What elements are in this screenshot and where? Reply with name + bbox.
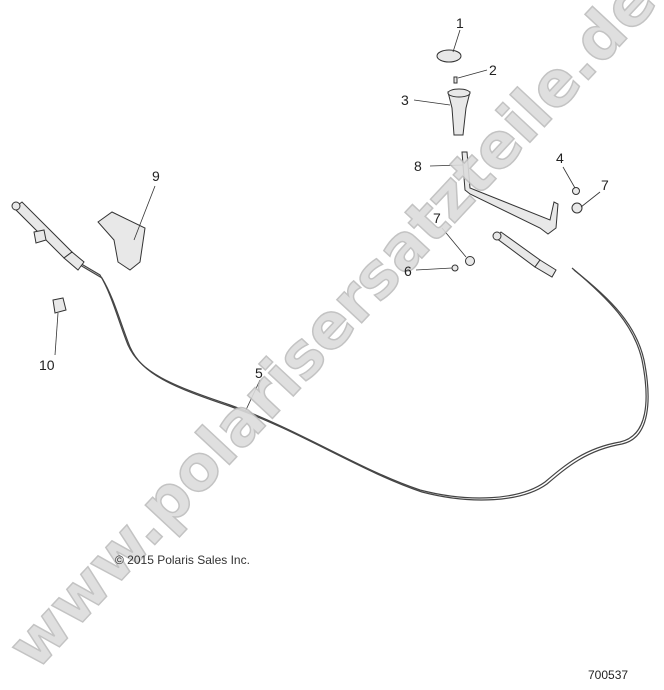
locknut-part: [571, 202, 583, 214]
leader-lines: [54, 29, 601, 413]
knob-top: [447, 88, 471, 98]
knob-cap-part: [436, 49, 462, 63]
screw-part: [453, 76, 458, 84]
callout-1: 1: [456, 15, 464, 31]
figure-number: 700537: [588, 668, 629, 682]
shift-lever-part: [461, 151, 559, 235]
callout-7: 7: [433, 210, 441, 226]
callout-7: 7: [601, 177, 609, 193]
callout-2: 2: [489, 62, 497, 78]
copyright-notice: © 2015 Polaris Sales Inc.: [115, 553, 250, 567]
callout-9: 9: [152, 168, 160, 184]
callout-5: 5: [255, 365, 263, 381]
cable-end-right: [492, 231, 557, 278]
callout-10: 10: [39, 357, 55, 373]
callout-8: 8: [414, 158, 422, 174]
callout-6: 6: [404, 263, 412, 279]
locknut-part: [465, 256, 475, 266]
flange-bolt-part: [52, 297, 67, 314]
bolt-part: [451, 264, 459, 272]
bracket-part: [97, 211, 146, 271]
bolt-part: [33, 229, 47, 244]
callout-4: 4: [556, 150, 564, 166]
callout-3: 3: [401, 92, 409, 108]
nut-part: [572, 187, 580, 195]
cable-end-left: [11, 201, 85, 271]
